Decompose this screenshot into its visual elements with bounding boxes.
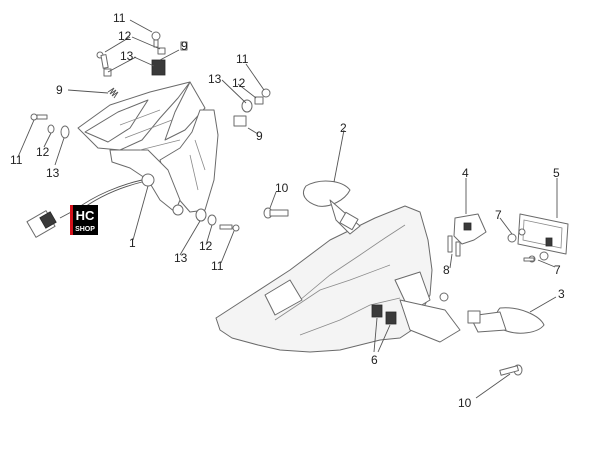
callout-11-left: 11 — [10, 153, 23, 167]
badge-line2: SHOP — [75, 226, 95, 233]
callout-13-right: 13 — [208, 72, 222, 86]
callout-12-left: 12 — [36, 145, 50, 159]
callout-7-bottom: 7 — [554, 263, 561, 277]
callout-12-bottom: 12 — [199, 239, 213, 253]
callout-9-top: 9 — [181, 39, 188, 53]
leader-lines — [17, 19, 558, 399]
callout-3: 3 — [558, 287, 565, 301]
callout-11-top: 11 — [113, 11, 126, 25]
callout-13-top: 13 — [120, 49, 134, 63]
callout-4: 4 — [462, 166, 469, 180]
callout-11-bottom: 11 — [211, 259, 224, 273]
badge-line1: HC — [76, 208, 95, 223]
hc-shop-logo: HC SHOP — [70, 205, 98, 235]
callout-12-top: 12 — [118, 29, 132, 43]
callout-9-left: 9 — [56, 83, 63, 97]
turn-signal-right — [467, 307, 545, 334]
callout-13-left: 13 — [46, 166, 60, 180]
callout-12-right: 12 — [232, 76, 246, 90]
callout-labels: 11 12 9 13 11 12 9 13 9 11 12 13 2 1 10 … — [10, 11, 565, 410]
callout-10-bottom: 10 — [458, 396, 472, 410]
callout-13-bottom: 13 — [174, 251, 188, 265]
callout-5: 5 — [553, 166, 560, 180]
callout-8: 8 — [443, 263, 450, 277]
light-bracket — [447, 213, 487, 257]
hardware-left — [30, 31, 271, 232]
plate-light — [517, 213, 569, 255]
wiring-harness — [26, 179, 143, 238]
callout-10-left: 10 — [275, 181, 289, 195]
turn-signal-left — [303, 180, 361, 235]
rear-mudguard — [215, 205, 461, 353]
license-plate-bracket — [77, 81, 219, 216]
bolt-10-left — [263, 207, 289, 219]
screws-7 — [507, 228, 549, 263]
callout-11-right: 11 — [236, 52, 249, 66]
nuts-6 — [371, 304, 397, 325]
bolt-10-bottom — [499, 364, 523, 376]
callout-7-top: 7 — [495, 208, 502, 222]
callout-6: 6 — [371, 353, 378, 367]
callout-2: 2 — [340, 121, 347, 135]
callout-9-right: 9 — [256, 129, 263, 143]
callout-1: 1 — [129, 236, 136, 250]
